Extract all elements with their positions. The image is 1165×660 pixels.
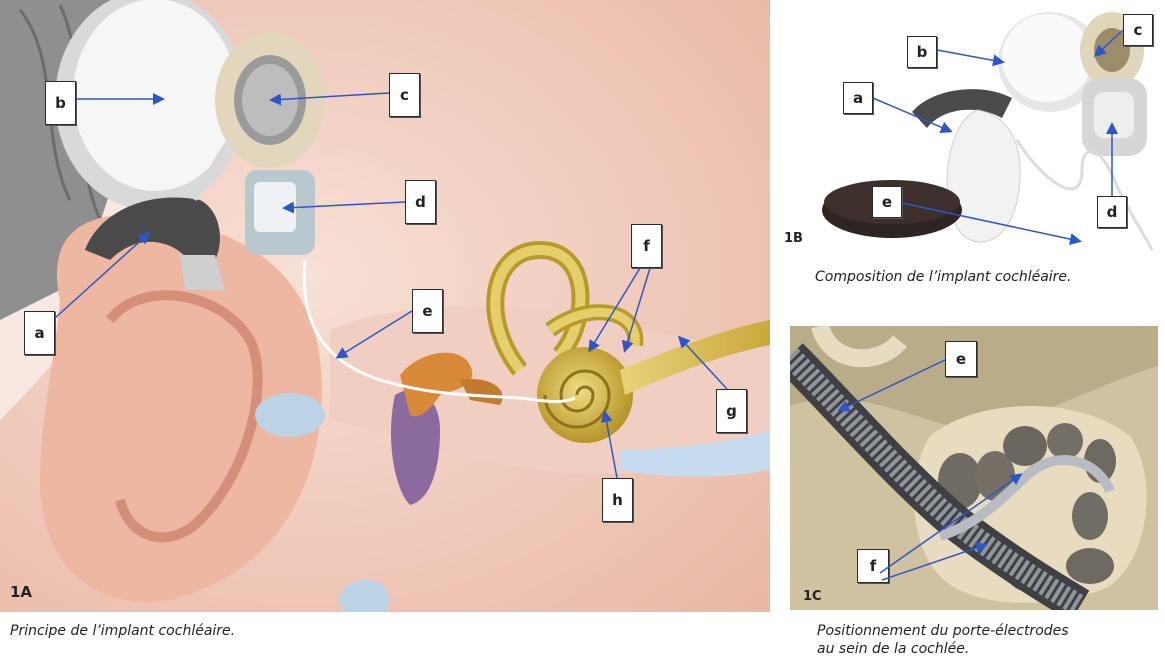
caption-1c-line1: Positionnement du porte-électrodes xyxy=(817,622,1069,640)
panel-1a: b c d a e f g h 1A xyxy=(0,0,770,612)
label-1a-e: e xyxy=(412,289,443,333)
label-1a-b: b xyxy=(45,81,76,125)
ear-anatomy-illustration xyxy=(0,0,770,612)
caption-1a: Principe de l’implant cochléaire. xyxy=(10,622,235,640)
panel-id-1a: 1A xyxy=(10,583,32,601)
label-1b-e: e xyxy=(872,186,902,218)
label-1b-c: c xyxy=(1123,14,1153,46)
caption-1c-line2: au sein de la cochlée. xyxy=(817,640,969,658)
panel-1c: e f 1C xyxy=(790,326,1158,610)
label-1c-e: e xyxy=(945,341,977,377)
caption-1b: Composition de l’implant cochléaire. xyxy=(815,268,1072,286)
label-1a-h: h xyxy=(602,478,633,522)
label-1a-a: a xyxy=(24,311,55,355)
label-1b-a: a xyxy=(843,82,873,114)
label-1a-d: d xyxy=(405,180,436,224)
panel-id-1b: 1B xyxy=(784,231,803,246)
label-1c-f: f xyxy=(857,549,889,583)
label-1a-g: g xyxy=(716,389,747,433)
panel-id-1c: 1C xyxy=(803,589,822,604)
label-1a-c: c xyxy=(389,73,420,117)
label-1a-f: f xyxy=(631,224,662,268)
label-1b-b: b xyxy=(907,36,937,68)
label-1b-d: d xyxy=(1097,196,1127,228)
panel-1b: b c a e d 1B xyxy=(782,0,1165,255)
